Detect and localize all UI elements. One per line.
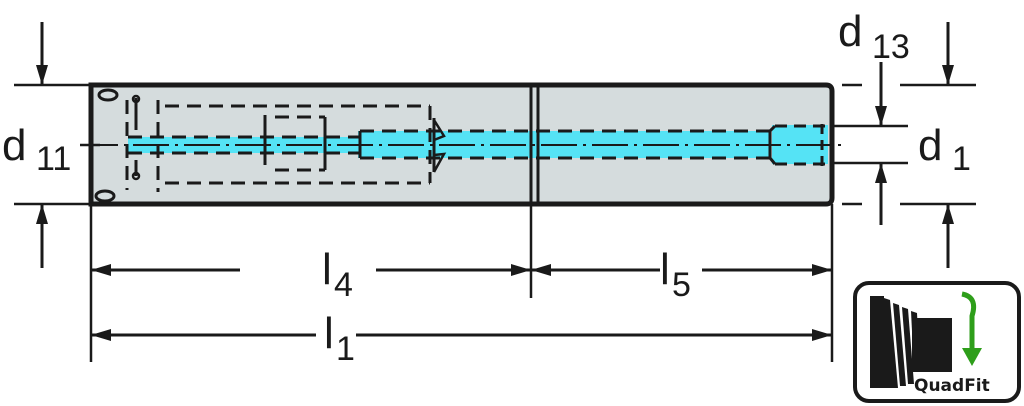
dimension-d13: d 13 bbox=[838, 7, 954, 268]
quadfit-badge: QuadFit bbox=[853, 281, 1021, 403]
label-l5-symbol: l bbox=[660, 245, 670, 294]
label-l1-symbol: l bbox=[324, 309, 334, 358]
dimension-d1: d 1 bbox=[875, 62, 971, 225]
label-d1-index: 1 bbox=[952, 140, 971, 178]
label-l5-index: 5 bbox=[672, 266, 691, 304]
label-l1-index: 1 bbox=[336, 330, 355, 368]
label-l4-symbol: l bbox=[322, 245, 332, 294]
dimension-l4: l 4 bbox=[91, 245, 531, 304]
dimension-l1: l 1 bbox=[91, 309, 832, 368]
label-d13-index: 13 bbox=[872, 28, 910, 66]
dimension-d11: d 11 bbox=[2, 22, 100, 268]
label-d13-symbol: d bbox=[838, 7, 862, 56]
dimension-l5: l 5 bbox=[531, 245, 832, 304]
rotation-arrow-icon bbox=[961, 291, 982, 366]
label-l4-index: 4 bbox=[334, 266, 353, 304]
label-d11-symbol: d bbox=[2, 121, 26, 170]
label-d11-index: 11 bbox=[36, 140, 71, 178]
quadfit-thread-icon bbox=[870, 296, 952, 388]
hidden-lines bbox=[94, 88, 826, 203]
quadfit-label: QuadFit bbox=[914, 376, 990, 396]
label-d1-symbol: d bbox=[918, 121, 942, 170]
